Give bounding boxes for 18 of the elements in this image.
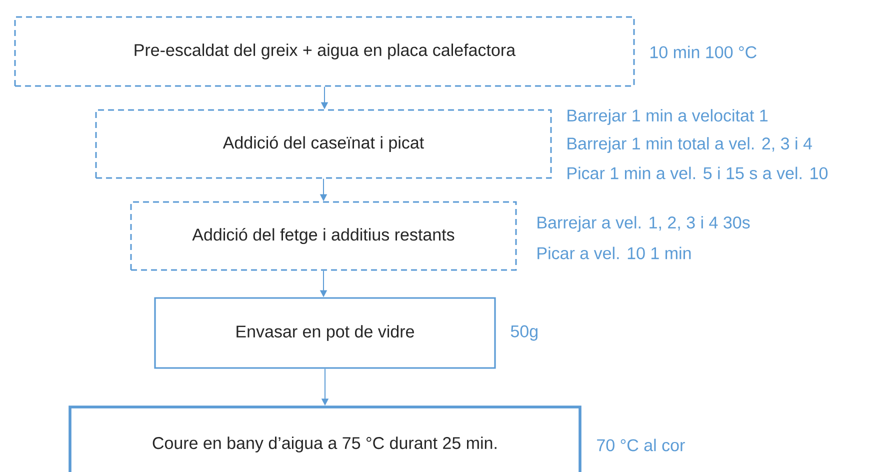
step-text: Addició del caseïnat i picat bbox=[222, 136, 424, 152]
parameter-note: Barrejar 1 min total a vel. 2, 3 i 4 bbox=[568, 137, 812, 153]
parameter-note: Barrejar 1 min a velocitat 1 bbox=[568, 109, 768, 125]
dashed-process-box bbox=[130, 201, 517, 271]
parameter-note: Picar 1 min a vel. 5 i 15 s a vel. 10 bbox=[568, 166, 828, 180]
process-box bbox=[68, 406, 582, 472]
step-text: Envasar en pot de vidre bbox=[236, 325, 414, 341]
dashed-process-box bbox=[14, 16, 635, 87]
process-box bbox=[154, 297, 496, 369]
step-text: Coure en bany d’aigua a 75 °C durant 25 min. bbox=[152, 436, 496, 452]
step-text: Addició del fetge i additius restants bbox=[192, 228, 454, 244]
dashed-process-box bbox=[95, 109, 552, 179]
parameter-note: 70 °C al cor bbox=[597, 438, 685, 452]
parameter-note: 10 min 100 °C bbox=[650, 46, 756, 58]
parameter-note: 50g bbox=[510, 325, 538, 341]
parameter-note: Picar a vel. 10 1 min bbox=[538, 246, 691, 260]
parameter-note: Barrejar a vel. 1, 2, 3 i 4 30s bbox=[538, 216, 750, 232]
step-text: Pre-escaldat del greix + aigua en placa calefactora bbox=[134, 44, 516, 60]
